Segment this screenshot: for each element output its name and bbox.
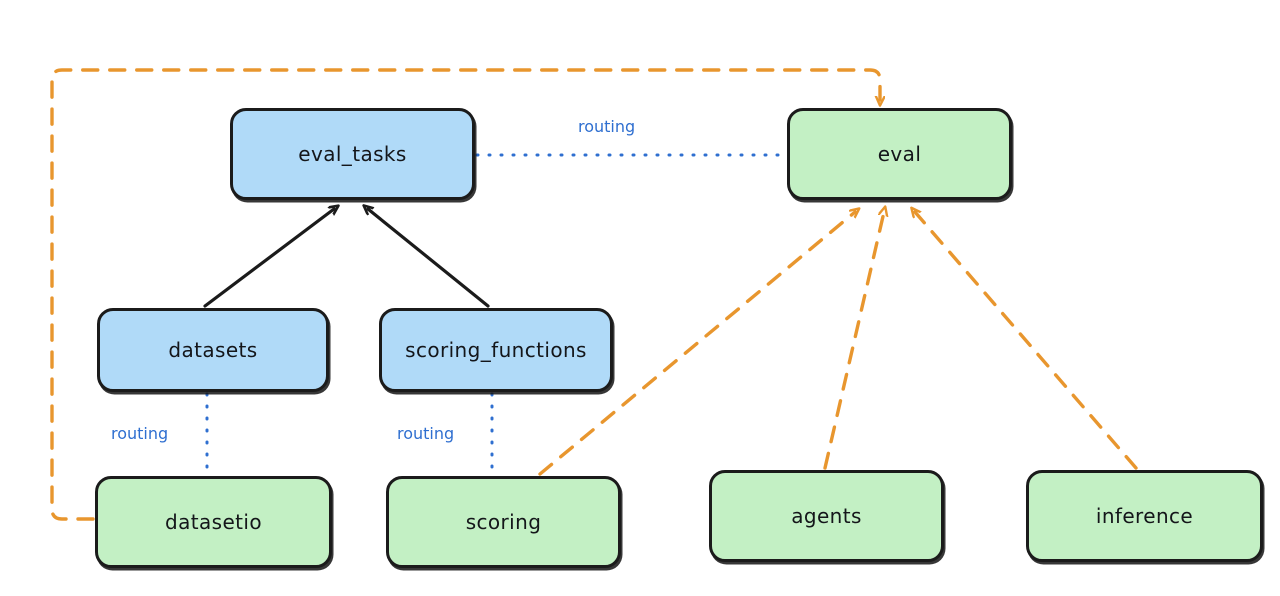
node-datasetio[interactable]: datasetio <box>95 476 332 568</box>
node-label-agents: agents <box>791 504 862 528</box>
node-scoring_functions[interactable]: scoring_functions <box>379 308 613 392</box>
node-label-inference: inference <box>1095 504 1194 528</box>
node-scoring[interactable]: scoring <box>386 476 621 568</box>
edge-inference-eval <box>915 212 1138 470</box>
edge-label-routing-scoring: routing <box>397 424 455 443</box>
node-label-eval: eval <box>877 142 922 166</box>
node-label-datasetio: datasetio <box>164 510 262 534</box>
edge-agents-eval <box>823 212 884 470</box>
node-agents[interactable]: agents <box>709 470 944 562</box>
node-label-datasets: datasets <box>168 338 258 362</box>
node-datasets[interactable]: datasets <box>97 308 329 392</box>
node-eval[interactable]: eval <box>787 108 1012 200</box>
node-label-eval_tasks: eval_tasks <box>298 142 407 166</box>
edge-label-routing-datasets: routing <box>111 424 169 443</box>
node-label-scoring: scoring <box>465 510 542 534</box>
edge-datasets-eval_tasks <box>203 209 334 308</box>
edge-scoring_functions-eval_tasks <box>368 209 490 308</box>
edge-label-routing-eval: routing <box>578 117 636 136</box>
node-label-scoring_functions: scoring_functions <box>405 338 587 362</box>
node-inference[interactable]: inference <box>1026 470 1263 562</box>
node-eval_tasks[interactable]: eval_tasks <box>230 108 475 200</box>
